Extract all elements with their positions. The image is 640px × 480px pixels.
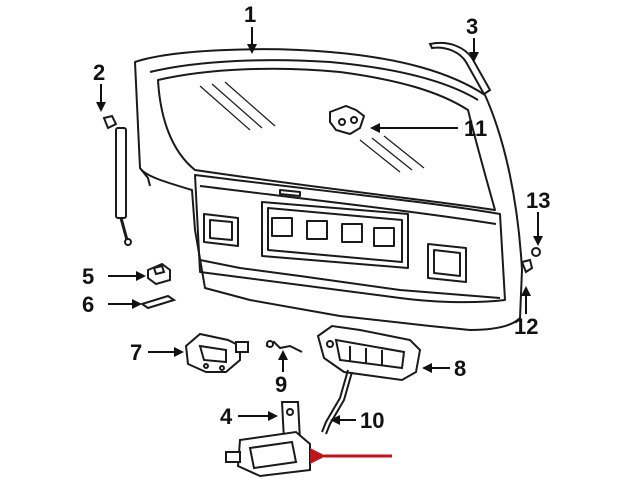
callout-9: 9 [275, 372, 287, 397]
callout-7: 7 [130, 340, 142, 365]
callout-3: 3 [466, 14, 478, 39]
callout-5: 5 [82, 264, 94, 289]
callout-13: 13 [526, 188, 550, 213]
callout-2: 2 [93, 60, 105, 85]
handle-part-8 [316, 324, 422, 382]
fastener-part-13 [531, 247, 541, 257]
actuator-part-4 [225, 401, 311, 478]
callout-6: 6 [82, 292, 94, 317]
clip-part-9 [265, 340, 303, 353]
bracket-part-11 [329, 104, 366, 136]
pad-part-6 [139, 294, 177, 310]
bumper-part-5 [147, 262, 171, 286]
gas-strut-part [102, 114, 132, 246]
liftgate-panel [134, 48, 523, 331]
latch-part-7 [184, 332, 249, 373]
rod-part-10 [321, 369, 353, 435]
callout-11: 11 [464, 116, 487, 141]
callout-4: 4 [220, 404, 233, 429]
callout-8: 8 [454, 356, 466, 381]
callout-12: 12 [514, 314, 538, 339]
fastener-part-12 [520, 258, 534, 274]
molding-part [428, 42, 492, 96]
callout-1: 1 [244, 2, 256, 27]
callout-10: 10 [360, 408, 384, 433]
